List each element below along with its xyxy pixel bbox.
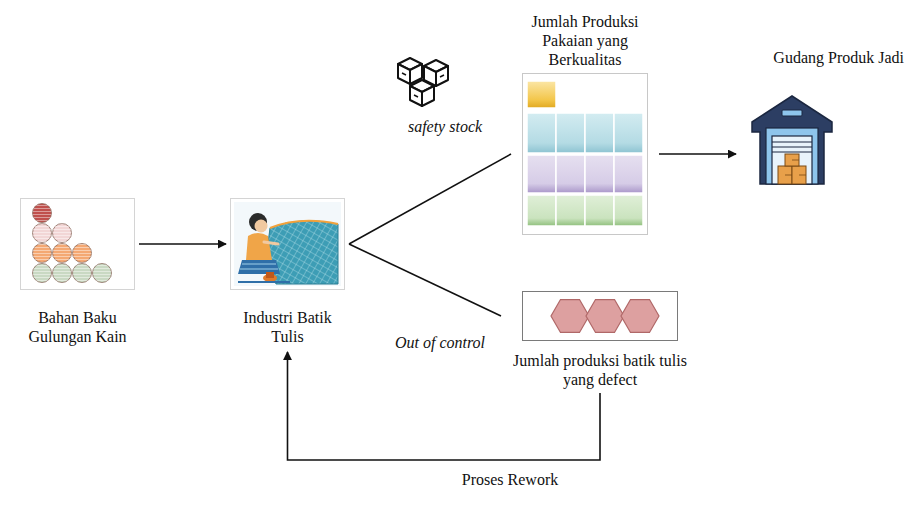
text-group: Jumlah produksi batik tulis yang defect: [505, 351, 695, 389]
node-label: Jumlah Produksi Pakaian yang Berkualitas: [515, 12, 655, 69]
flow-connector: [659, 153, 736, 155]
cloth-rolls: [33, 204, 112, 283]
edge-label: safety stock: [405, 117, 485, 136]
text-group: Industri Batik Tulis: [230, 308, 345, 346]
flow-connector: [349, 154, 511, 244]
flow-connector: [349, 244, 501, 316]
process-node: Jumlah Produksi Pakaian yang Berkualitas: [515, 12, 655, 235]
text-group: Gudang Produk Jadi: [740, 48, 908, 67]
node-frame: [752, 94, 832, 184]
process-node: Bahan Baku Gulungan Kain: [20, 198, 135, 346]
node-label: Bahan Baku Gulungan Kain: [20, 308, 135, 346]
batik-artisan: [234, 202, 341, 286]
process-node: Jumlah produksi batik tulis yang defect: [505, 291, 695, 389]
node-frame: [20, 198, 135, 290]
process-node: Gudang Produk Jadi: [740, 48, 908, 184]
edge-label: Out of control: [392, 333, 488, 352]
edge-label: Proses Rework: [459, 470, 561, 489]
process-node: Industri Batik Tulis: [230, 198, 345, 346]
flow-connector: [139, 243, 226, 245]
node-frame: [522, 291, 678, 341]
cube-stack-icon: [398, 58, 448, 106]
node-frame: [230, 198, 345, 290]
product-grid: [527, 81, 643, 226]
defect-hexagons: [551, 300, 659, 333]
text-group: Jumlah Produksi Pakaian yang Berkualitas: [515, 12, 655, 69]
text-group: Bahan Baku Gulungan Kain: [20, 308, 135, 346]
node-label: Industri Batik Tulis: [230, 308, 345, 346]
warehouse-icon: [752, 96, 832, 184]
node-label: Jumlah produksi batik tulis yang defect: [505, 351, 695, 389]
node-frame: [522, 73, 648, 235]
node-label: Gudang Produk Jadi: [740, 48, 908, 67]
